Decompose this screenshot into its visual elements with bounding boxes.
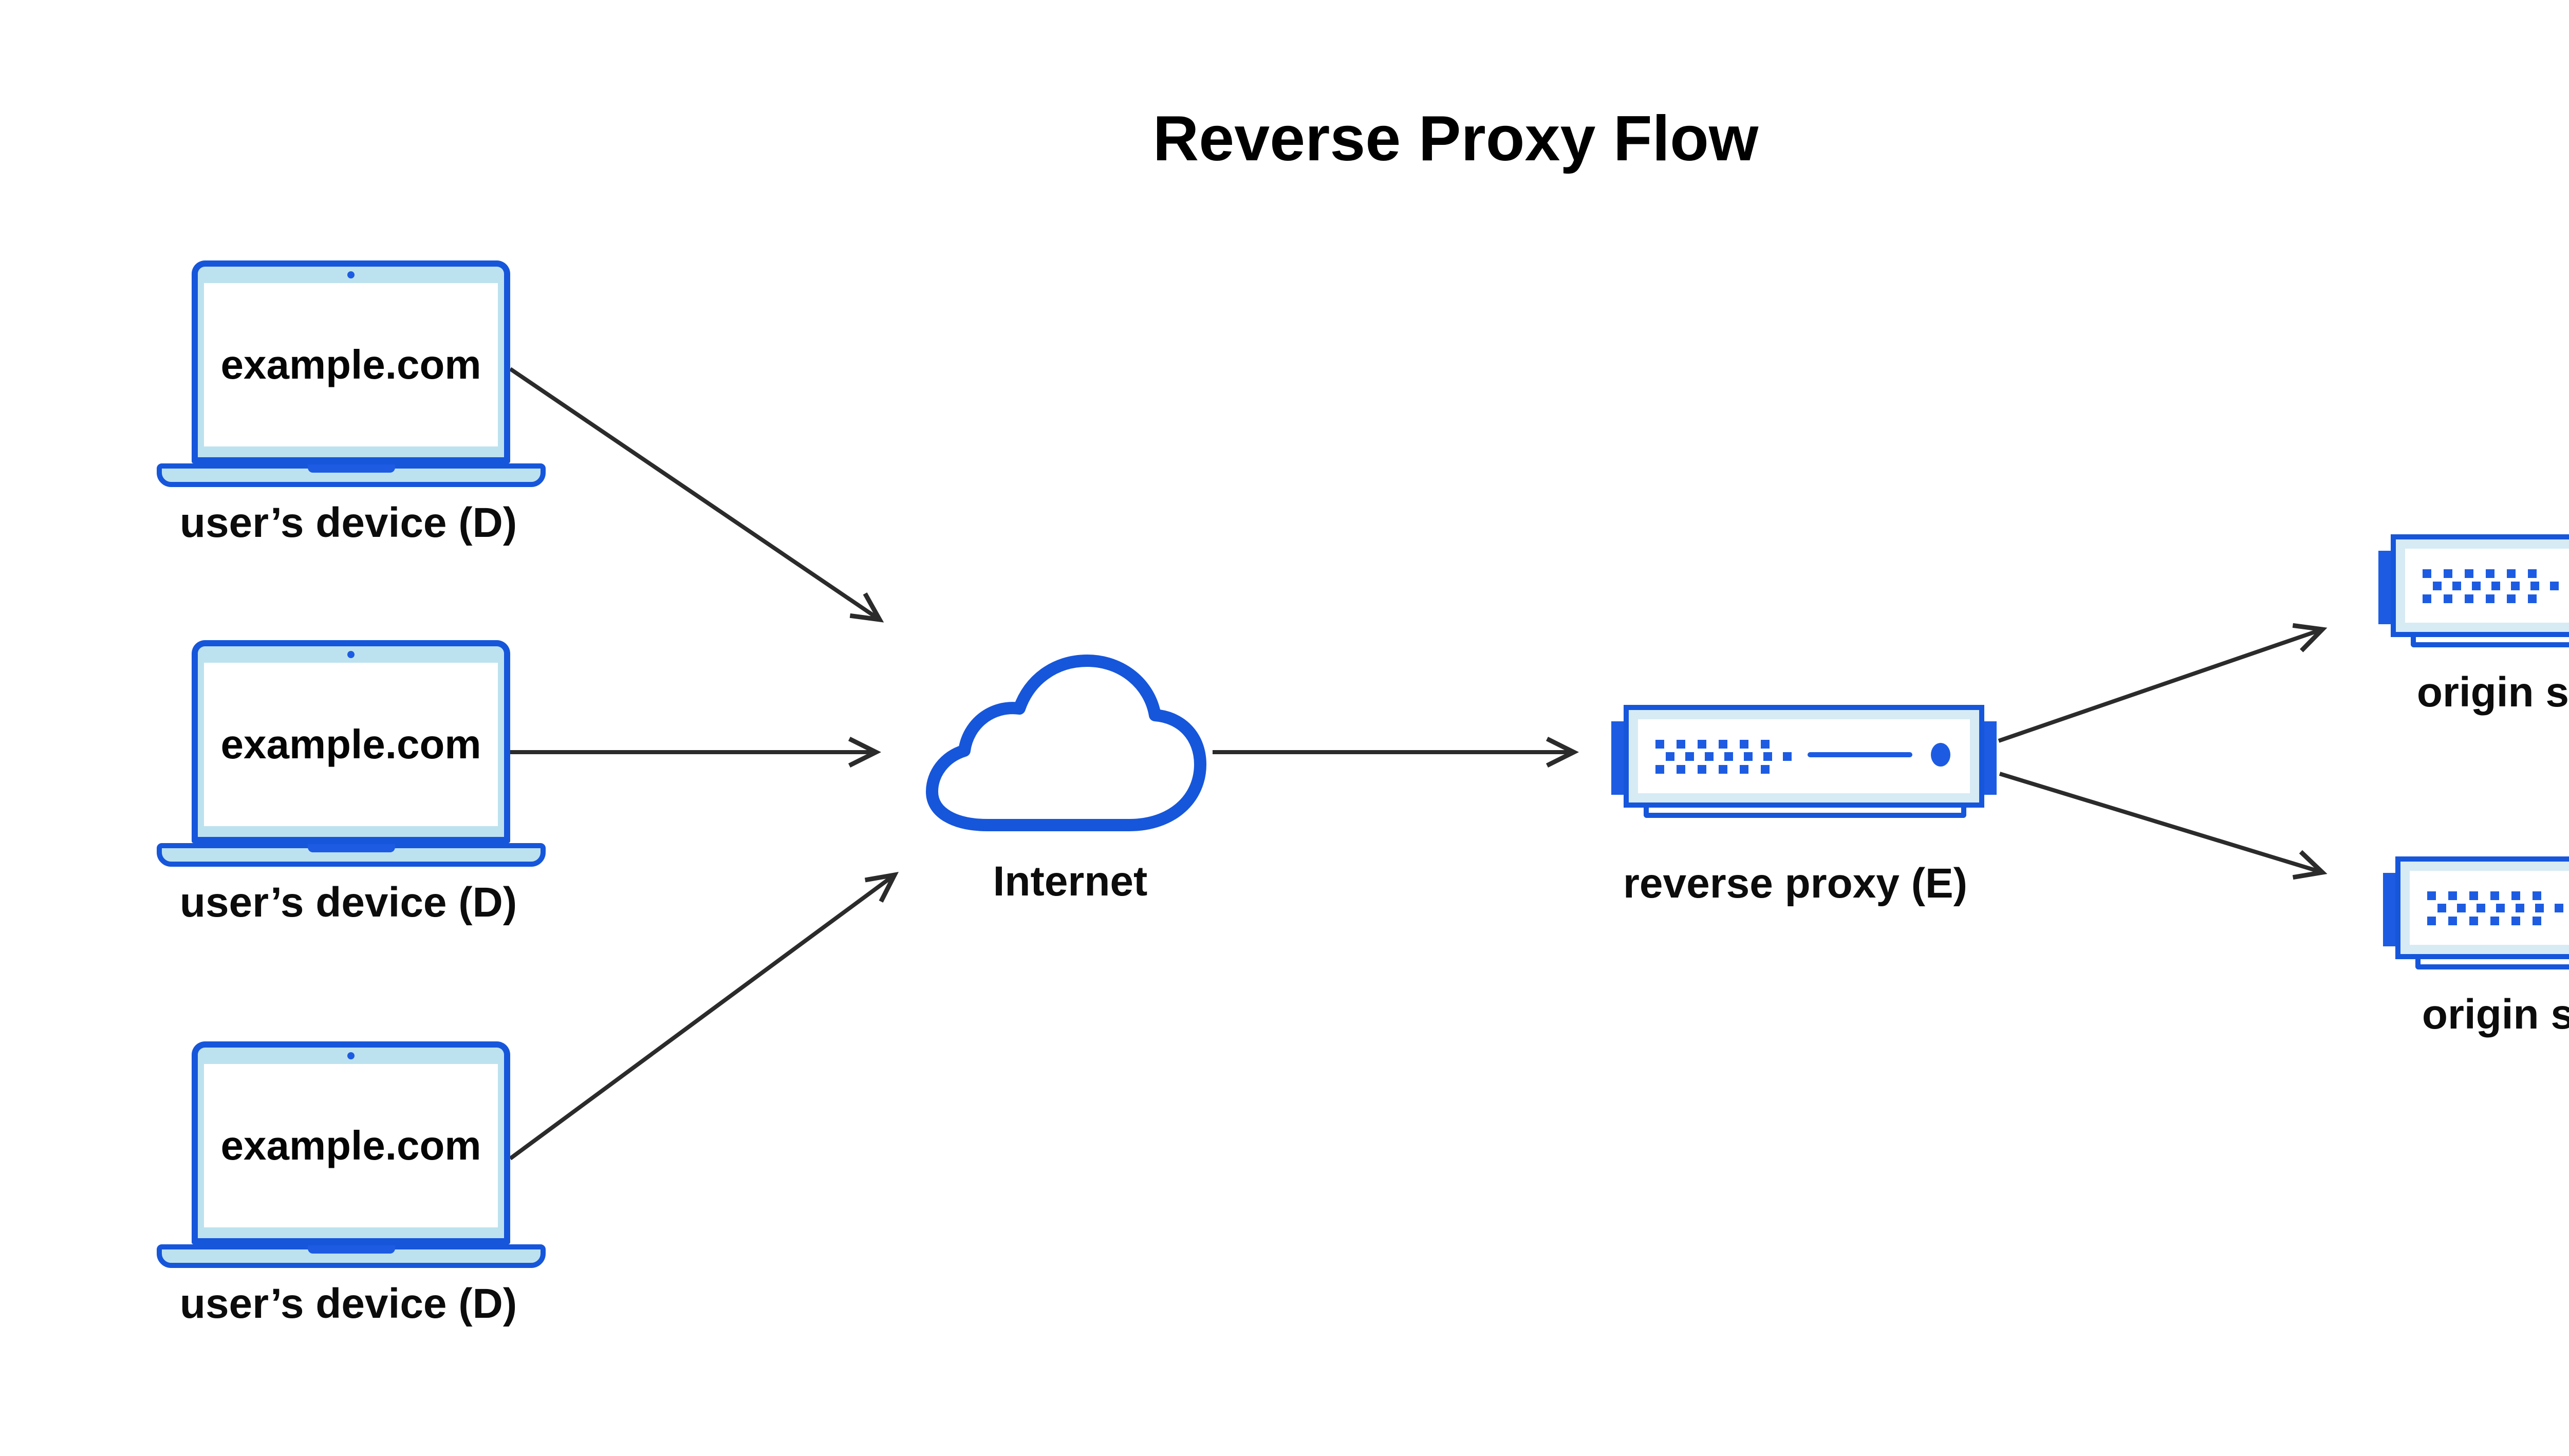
vent-dots-row [2427,917,2554,925]
server-icon [2391,534,2569,637]
server-base-shadow [2411,637,2569,647]
origin-server-2 [2383,856,2569,976]
arrow-proxy-to-origin1 [1998,623,2328,743]
camera-dot-icon [347,271,355,278]
device-1-label: user’s device (D) [179,499,517,546]
server-icon [2395,856,2569,959]
vent-dots-row [2427,891,2554,900]
device-2-label: user’s device (D) [179,879,517,926]
server-base-shadow [2415,959,2569,969]
camera-dot-icon [347,1052,355,1059]
laptop-notch [307,1245,395,1254]
page-title: Reverse Proxy Flow [1152,103,1759,174]
user-device-2: example.com [157,640,546,867]
reverse-proxy [1611,705,1997,824]
internet-cloud-icon [926,655,1206,831]
server-faceplate [2410,871,2569,945]
server-power-dot [1931,743,1950,767]
laptop-screen: example.com [204,1064,498,1227]
origin-server-1-label: origin server (F) [2416,669,2569,716]
reverse-proxy-label: reverse proxy (E) [1623,860,1968,907]
laptop-icon: example.com [192,640,510,843]
server-slot-line [1808,752,1912,757]
vent-dots-row [2423,569,2549,578]
vent-dots-row [1655,765,1782,774]
laptop-icon: example.com [192,260,510,463]
user-device-1: example.com [157,260,546,487]
device-3-label: user’s device (D) [179,1280,517,1327]
vent-dots-row [1655,740,1782,749]
vent-dots-row [1666,752,1802,761]
screen-url-text: example.com [220,342,481,387]
server-icon [1624,705,1984,808]
server-base-shadow [1644,808,1966,818]
laptop-screen: example.com [204,663,498,826]
vent-dots-row [2423,594,2549,603]
laptop-base [157,1244,546,1268]
arrow-device3-to-internet [509,872,899,1161]
internet-label: Internet [993,858,1148,905]
arrow-proxy-to-origin2 [1999,772,2328,880]
vent-dots-row [2433,582,2569,590]
screen-url-text: example.com [220,721,481,767]
screen-url-text: example.com [220,1123,481,1168]
server-faceplate [1638,719,1970,793]
laptop-base [157,463,546,487]
origin-server-1 [2378,534,2569,654]
origin-server-2-label: origin server (F) [2422,991,2569,1038]
laptop-screen: example.com [204,283,498,446]
vent-dots-row [2437,904,2569,912]
camera-dot-icon [347,651,355,658]
user-device-3: example.com [157,1041,546,1268]
laptop-base [157,843,546,867]
laptop-notch [307,844,395,852]
server-faceplate [2405,549,2569,623]
arrow-device1-to-internet [509,367,884,623]
laptop-icon: example.com [192,1041,510,1244]
laptop-notch [307,464,395,473]
